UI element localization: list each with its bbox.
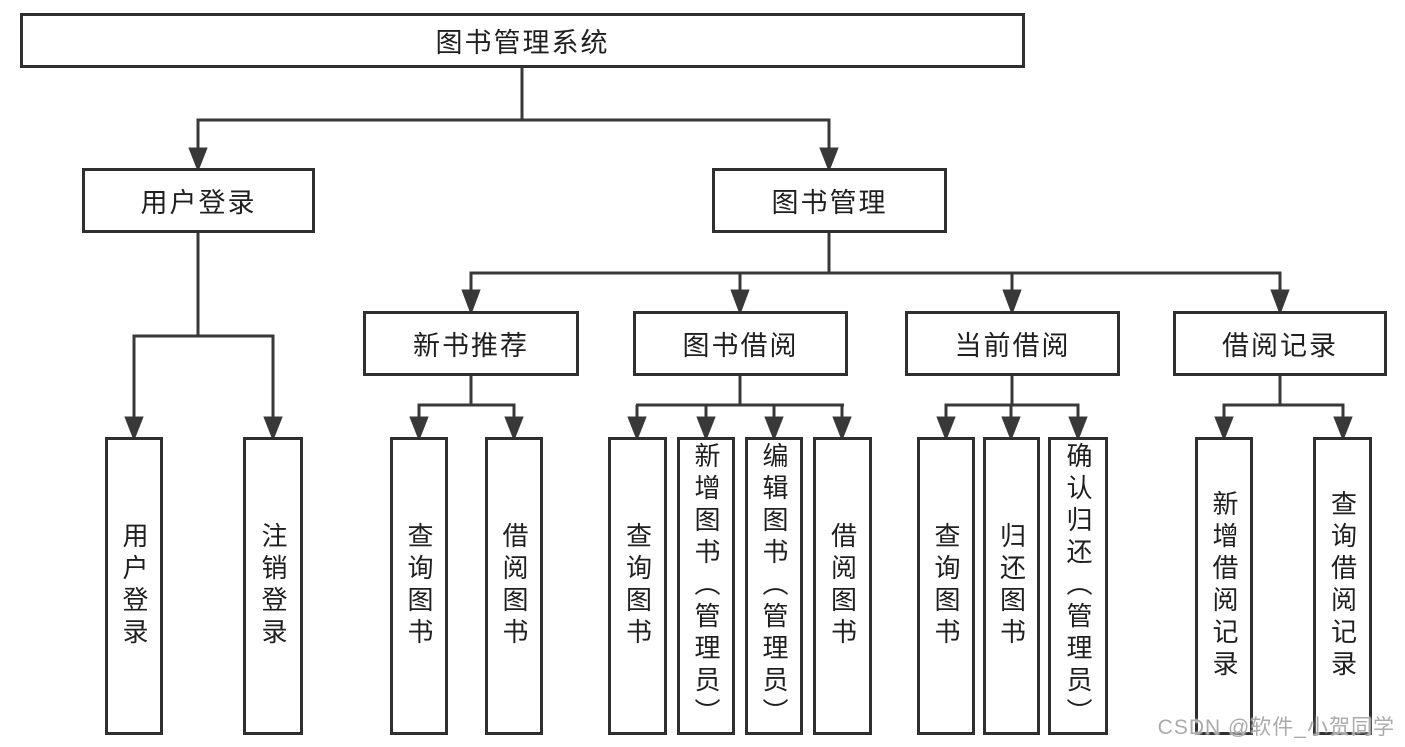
leaf-query-books-recommend: 查询图书 [390,437,448,735]
leaf-borrow-books-borrowing: 借阅图书 [813,437,872,735]
node-book-management: 图书管理 [712,168,947,233]
leaf-logout: 注销登录 [243,437,303,735]
csdn-watermark: CSDN @软件_小贺同学 [1157,716,1395,739]
leaf-add-borrow-record: 新增借阅记录 [1195,437,1253,735]
leaf-borrow-books-recommend: 借阅图书 [485,437,543,735]
node-new-book-recommendation: 新书推荐 [363,311,579,376]
leaf-edit-books-admin: 编辑图书（管理员） [745,437,803,735]
node-book-borrowing: 图书借阅 [633,311,848,376]
leaf-query-books-current: 查询图书 [917,437,975,735]
node-user-login: 用户登录 [82,168,315,233]
node-borrowing-records: 借阅记录 [1173,311,1387,376]
leaf-user-login: 用户登录 [105,437,163,735]
leaf-return-books: 归还图书 [983,437,1040,735]
leaf-query-books-borrowing: 查询图书 [608,437,667,735]
node-current-borrowing: 当前借阅 [905,311,1120,376]
leaf-add-books-admin: 新增图书（管理员） [677,437,735,735]
leaf-query-borrow-record: 查询借阅记录 [1313,437,1372,735]
leaf-confirm-return-admin: 确认归还（管理员） [1048,437,1108,735]
node-library-management-system: 图书管理系统 [20,13,1025,68]
